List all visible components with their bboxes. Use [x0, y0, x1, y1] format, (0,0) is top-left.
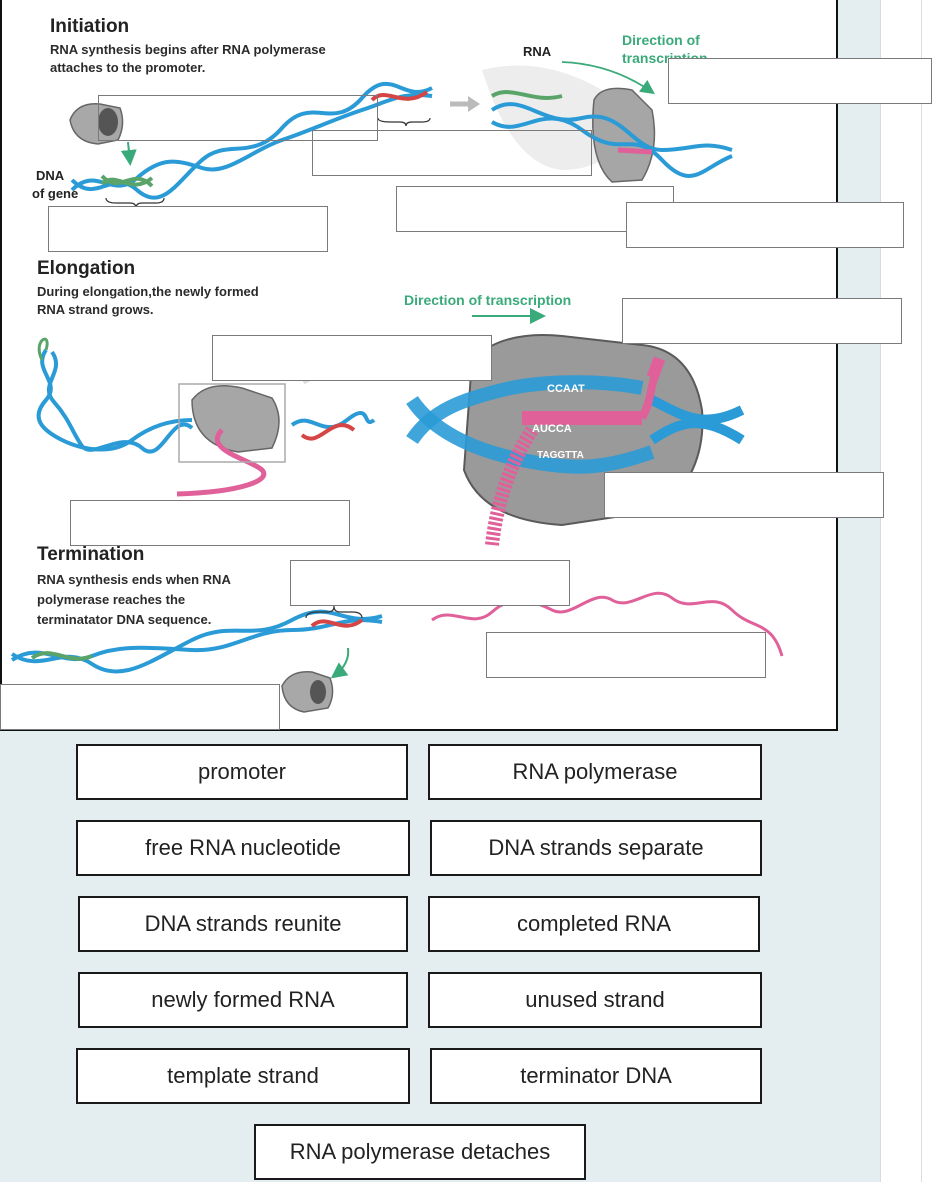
terminator-bracket: [305, 605, 363, 619]
answer-chip-dna-strands-reunite[interactable]: DNA strands reunite: [78, 896, 408, 952]
direction-arrow-initiation: [561, 61, 655, 95]
dna-label: DNA: [36, 168, 65, 183]
termination-desc-line3: terminatator DNA sequence.: [37, 612, 212, 627]
drop-target-9[interactable]: [604, 472, 884, 518]
elongation-large-view: CCAAT AUCCA TAGGTTA: [406, 334, 745, 546]
template-top-seq: CCAAT: [547, 383, 585, 395]
elongation-small-view: [36, 337, 376, 497]
initiation-polymerase: [69, 103, 124, 145]
direction-label-line1: Direction of: [622, 32, 700, 48]
termination-polymerase: [281, 671, 334, 713]
drop-target-11[interactable]: [290, 560, 570, 606]
of-gene-label: of gene: [32, 186, 79, 201]
elongation-title: Elongation: [37, 258, 136, 279]
completed-rna-strand: [431, 591, 784, 657]
drop-target-12[interactable]: [486, 632, 766, 678]
answer-chip-newly-formed-rna[interactable]: newly formed RNA: [78, 972, 408, 1028]
answer-chip-completed-rna[interactable]: completed RNA: [428, 896, 760, 952]
detach-arrow: [330, 647, 350, 679]
answer-chip-free-rna-nucleotide[interactable]: free RNA nucleotide: [76, 820, 410, 876]
termination-desc-line1: RNA synthesis ends when RNA: [37, 572, 231, 587]
termination-desc-line2: polymerase reaches the: [37, 592, 186, 607]
answer-chip-dna-strands-separate[interactable]: DNA strands separate: [430, 820, 762, 876]
direction-label-elongation: Direction of transcription: [404, 292, 572, 308]
initiation-dna-helix: [70, 82, 433, 200]
answer-chip-promoter[interactable]: promoter: [76, 744, 408, 800]
elongation-desc-line1: During elongation,the newly formed: [37, 284, 259, 299]
drop-target-3[interactable]: [312, 130, 592, 176]
drop-target-6[interactable]: [48, 206, 328, 252]
zoom-box: [178, 383, 286, 463]
drop-target-1[interactable]: [98, 95, 378, 141]
initiation-desc-line2: attaches to the promoter.: [50, 60, 206, 75]
attach-arrow: [120, 141, 137, 166]
initiation-title: Initiation: [50, 16, 130, 37]
answer-chip-unused-strand[interactable]: unused strand: [428, 972, 762, 1028]
promoter-bracket: [377, 117, 431, 127]
answer-chip-terminator-dna[interactable]: terminator DNA: [430, 1048, 762, 1104]
drop-target-2[interactable]: [668, 58, 932, 104]
rna-label: RNA: [523, 44, 552, 59]
initiation-desc-line1: RNA synthesis begins after RNA polymeras…: [50, 42, 326, 57]
answer-chip-rna-polymerase[interactable]: RNA polymerase: [428, 744, 762, 800]
drop-target-13[interactable]: [0, 684, 280, 730]
initiation-polymerase-open: [482, 65, 733, 183]
rna-seq: AUCCA: [532, 423, 572, 435]
template-bottom-seq: TAGGTTA: [537, 450, 584, 461]
drop-target-10[interactable]: [70, 500, 350, 546]
answer-chip-rna-polymerase-detaches[interactable]: RNA polymerase detaches: [254, 1124, 586, 1180]
termination-title: Termination: [37, 544, 145, 565]
answer-chip-template-strand[interactable]: template strand: [76, 1048, 410, 1104]
drop-target-5[interactable]: [626, 202, 904, 248]
page-scroll-strip: [880, 0, 940, 1182]
elongation-desc-line2: RNA strand grows.: [37, 302, 154, 317]
drop-target-7[interactable]: [622, 298, 902, 344]
drop-target-8[interactable]: [212, 335, 492, 381]
